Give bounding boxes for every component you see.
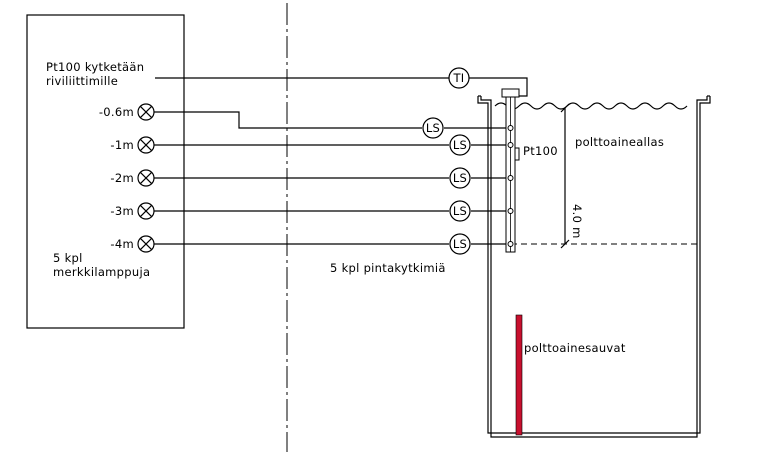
pt100-note-line2: riviliittimille [46,74,118,88]
level-switch-caption: 5 kpl pintakytkimiä [330,261,446,275]
water-surface-wave [494,102,688,110]
lamp-label-0-6m: -0.6m [99,105,134,119]
level-switch-tag: LS [453,237,467,251]
depth-dimension [560,103,570,249]
temperature-indicator-bubble [448,67,470,89]
lamp-label-3m: -3m [110,204,134,218]
level-switch-bubble [449,134,471,156]
control-panel-box [26,14,185,329]
lamp-caption-line1: 5 kpl [53,251,83,265]
fuel-rods-label: polttoainesauvat [524,341,626,355]
level-switch-bubble [422,117,444,139]
pool-label: polttoaineallas [575,135,664,149]
lamp-label-1m: -1m [110,138,134,152]
fuel-rod [515,314,523,436]
level-switch-bubble [449,200,471,222]
indicator-lamp-icon [137,136,155,154]
level-switch-bubble [449,167,471,189]
indicator-lamp-icon [137,103,155,121]
pt100-sensor-label: Pt100 [523,144,558,158]
wiring [154,77,528,245]
indicator-lamp-icon [137,235,155,253]
indicator-lamp-icon [137,202,155,220]
indicator-lamp-icon [137,169,155,187]
lamp-label-2m: -2m [110,171,134,185]
temperature-indicator-tag: TI [452,71,464,85]
level-switch-mast [501,88,520,253]
fuel-pool-wall [477,95,711,438]
level-switch-tag: LS [453,171,467,185]
depth-dimension-value: 4.0 m [570,204,584,239]
level-switch-tag: LS [453,138,467,152]
level-switch-tag: LS [453,204,467,218]
level-switch-bubble [449,233,471,255]
lamp-caption-line2: merkkilamppuja [53,265,150,279]
level-switch-tag: LS [426,121,440,135]
pt100-note-line1: Pt100 kytketään [46,60,144,74]
lamp-label-4m: -4m [110,237,134,251]
